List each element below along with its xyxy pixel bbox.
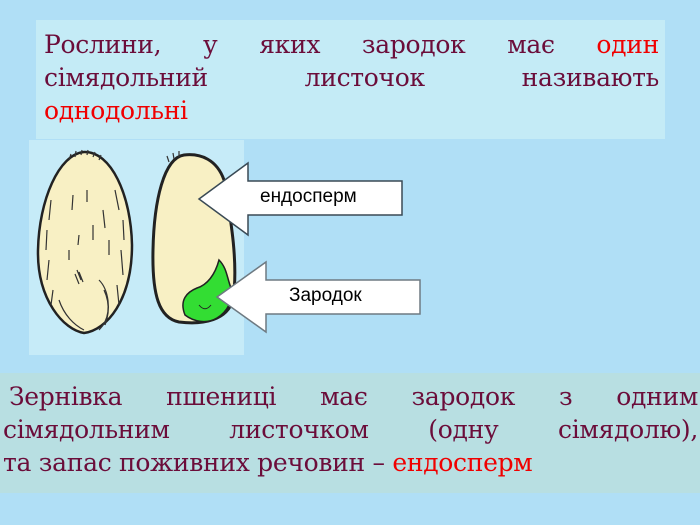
wheat-line-3: та запас поживних речовин – ендосперм: [3, 448, 533, 477]
definition-line-3: однодольні: [44, 96, 188, 125]
highlight-endosperm: ендосперм: [392, 448, 533, 477]
endosperm-label: ендосперм: [260, 186, 357, 207]
definition-line-2: сімядольний листочок називають: [44, 63, 659, 92]
definition-line-1: Рослини, у яких зародок має один: [44, 30, 659, 59]
wheat-grain-illustration: [36, 149, 237, 335]
wheat-line-1: Зернівка пшениці має зародок з одним: [9, 382, 698, 411]
wheat-grain-textbox: Зернівка пшениці має зародок з одним сім…: [0, 373, 700, 493]
definition-textbox: Рослини, у яких зародок має один сімядол…: [36, 20, 665, 139]
whole-grain-icon: [36, 149, 134, 335]
section-grain-icon: [151, 151, 237, 325]
seed-illustration-panel: [29, 140, 244, 355]
embryo-label: Зародок: [289, 285, 362, 306]
wheat-line-2: сімядольним листочком (одну сімядолю),: [3, 415, 698, 444]
highlight-one: один: [596, 30, 659, 59]
